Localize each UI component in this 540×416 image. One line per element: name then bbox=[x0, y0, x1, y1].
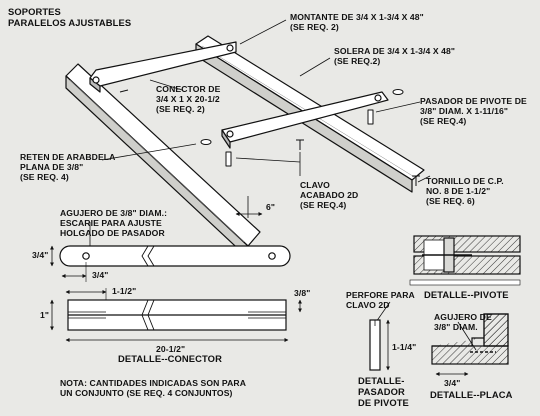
title-line1: SOPORTES bbox=[8, 6, 61, 17]
callout-tornillo-line1: TORNILLO DE C.P. bbox=[426, 176, 504, 186]
callout-agujero-placa-line1: AGUJERO DE bbox=[434, 312, 492, 322]
montante-left bbox=[65, 63, 261, 259]
callout-agujero-main-line3: HOLGADO DE PASADOR bbox=[60, 228, 165, 238]
dim-three-quarter-b: 3/4" bbox=[92, 270, 109, 280]
callout-agujero-main-line1: AGUJERO DE 3/8" DIAM.: bbox=[60, 208, 168, 218]
callout-pasador-line3: (SE REQ.4) bbox=[420, 116, 467, 126]
callout-perfore-line2: CLAVO 2d bbox=[346, 300, 390, 310]
detail-conector-drawing bbox=[50, 245, 302, 342]
dim-six-in: 6" bbox=[266, 202, 276, 212]
dim-three-quarter-a: 3/4" bbox=[32, 250, 49, 260]
detail-placa-caption: DETALLE--PLACA bbox=[430, 389, 513, 400]
detail-placa-drawing bbox=[431, 313, 509, 376]
callout-montante-line1: MONTANTE DE 3/4 x 1-3/4 x 48" bbox=[290, 12, 424, 22]
callout-solera-line2: (SE REQ.2) bbox=[334, 56, 381, 66]
callout-agujero-placa-line2: 3/8" DIAM. bbox=[434, 322, 478, 332]
detail-pivote-caption: DETALLE--PIVOTE bbox=[424, 289, 509, 300]
dim-one-quarter: 1-1/4" bbox=[392, 342, 417, 352]
callout-clavo-line3: (SE REQ.4) bbox=[300, 200, 347, 210]
title-line2: PARALELOS AJUSTABLES bbox=[8, 17, 132, 28]
dim-one-half: 1-1/2" bbox=[112, 286, 137, 296]
detail-pivote-drawing bbox=[409, 235, 521, 286]
assembly-view bbox=[65, 35, 425, 259]
note-line1: NOTA: CANTIDADES INDICADAS SON PARA bbox=[60, 378, 247, 388]
detail-pasador-line2: PASADOR bbox=[358, 386, 405, 397]
detail-pasador-line3: DE PIVOTE bbox=[358, 397, 409, 408]
leader-lines bbox=[89, 19, 477, 351]
callout-clavo-line1: CLAVO bbox=[300, 180, 330, 190]
note-line2: UN CONJUNTO (SE REQ. 4 CONJUNTOS) bbox=[60, 388, 233, 398]
callout-perfore-line1: PERFORE PARA bbox=[346, 290, 415, 300]
detail-pasador-line1: DETALLE- bbox=[358, 375, 405, 386]
dim-one-in: 1" bbox=[40, 310, 50, 320]
callout-solera-line1: SOLERA DE 3/4 x 1-3/4 x 48" bbox=[334, 46, 456, 56]
dim-twenty-half: 20-1/2" bbox=[156, 344, 186, 354]
callout-conector-line1: CONECTOR de bbox=[156, 84, 221, 94]
dim-three-quarter-c: 3/4" bbox=[444, 378, 461, 388]
callout-pasador-line1: PASADOR DE PIVOTE DE bbox=[420, 96, 527, 106]
pins bbox=[119, 89, 420, 186]
callout-reten-line2: PLANA DE 3/8" bbox=[20, 162, 84, 172]
dim-three-eighths: 3/8" bbox=[294, 288, 311, 298]
callout-montante-line2: (SE REQ. 2) bbox=[290, 22, 339, 32]
callout-conector-line2: 3/4 x 1 x 20-1/2 bbox=[156, 94, 220, 104]
callout-agujero-main-line2: ESCARIE PARA AJUSTE bbox=[60, 218, 162, 228]
detail-pasador-drawing bbox=[369, 319, 390, 371]
connector-top bbox=[89, 41, 237, 93]
callout-reten-line3: (SE REQ. 4) bbox=[20, 172, 69, 182]
connector-lower bbox=[221, 91, 389, 149]
callout-tornillo-line2: NO. 8 DE 1-1/2" bbox=[426, 186, 491, 196]
callout-pasador-line2: 3/8" DIAM. x 1-11/16" bbox=[420, 106, 509, 116]
callout-reten-line1: RETEN DE ARABDELA bbox=[20, 152, 116, 162]
callout-conector-line3: (SE REQ. 2) bbox=[156, 104, 205, 114]
detail-conector-caption: DETALLE--CONECTOR bbox=[118, 353, 222, 364]
callout-tornillo-line3: (SE REQ. 6) bbox=[426, 196, 475, 206]
callout-clavo-line2: ACABADO 2d bbox=[300, 190, 359, 200]
